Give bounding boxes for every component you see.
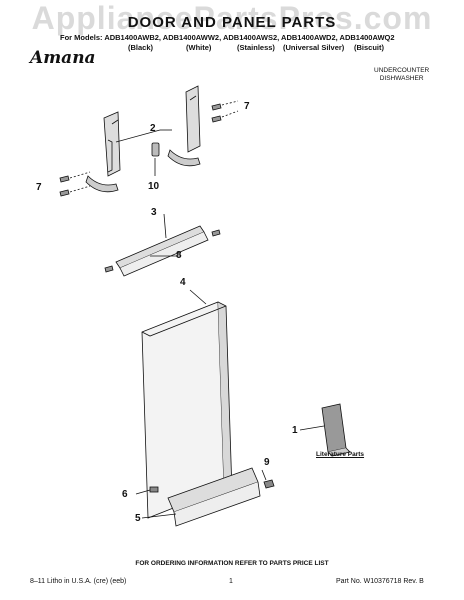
models-list: ADB1400AWB2, ADB1400AWW2, ADB1400AWS2, A… xyxy=(104,33,395,42)
color-biscuit: (Biscuit) xyxy=(354,43,384,52)
screws-left xyxy=(59,171,91,197)
fastener-part-9 xyxy=(261,469,275,489)
callout-7-left: 7 xyxy=(36,182,42,193)
callout-10: 10 xyxy=(148,181,160,192)
models-line: For Models: ADB1400AWB2, ADB1400AWW2, AD… xyxy=(60,33,395,42)
watermark: AppliancePartsPros.com xyxy=(31,0,433,36)
color-white: (White) xyxy=(186,43,212,52)
brand-logo: Amana xyxy=(30,48,96,68)
appliance-type-note: UNDERCOUNTER DISHWASHER xyxy=(374,67,429,83)
note-line-2: DISHWASHER xyxy=(379,75,424,82)
color-stainless: (Stainless) xyxy=(237,43,275,52)
clip-part-10 xyxy=(151,142,160,176)
footer-part-number: Part No. W10376718 Rev. B xyxy=(336,578,424,585)
literature-booklet xyxy=(299,403,351,457)
hinge-bracket-left xyxy=(85,111,121,193)
trim-bracket xyxy=(104,213,221,277)
color-black: (Black) xyxy=(128,43,154,52)
callout-1: 1 xyxy=(292,425,298,436)
page-title: DOOR AND PANEL PARTS xyxy=(127,14,337,31)
color-universal-silver: (Universal Silver) xyxy=(283,43,345,52)
hinge-bracket-right xyxy=(167,85,201,167)
callout-3: 3 xyxy=(151,207,157,218)
callout-8: 8 xyxy=(176,250,182,261)
literature-parts-label: Literature Parts xyxy=(316,451,365,458)
callout-5: 5 xyxy=(135,513,141,524)
models-label: For Models: xyxy=(60,33,103,42)
kick-plate xyxy=(141,467,261,527)
callout-2: 2 xyxy=(150,123,156,134)
callout-4: 4 xyxy=(180,277,186,288)
callout-9: 9 xyxy=(264,457,270,468)
footer-litho: 8–11 Litho in U.S.A. (cre) (eeb) xyxy=(30,578,127,585)
footer-page-number: 1 xyxy=(229,578,233,585)
note-line-1: UNDERCOUNTER xyxy=(374,67,430,74)
callout-7-right: 7 xyxy=(244,101,250,112)
clip-part-6 xyxy=(135,486,159,495)
callout-6: 6 xyxy=(122,489,128,500)
screws-right xyxy=(211,100,239,123)
ordering-info: FOR ORDERING INFORMATION REFER TO PARTS … xyxy=(135,560,329,567)
